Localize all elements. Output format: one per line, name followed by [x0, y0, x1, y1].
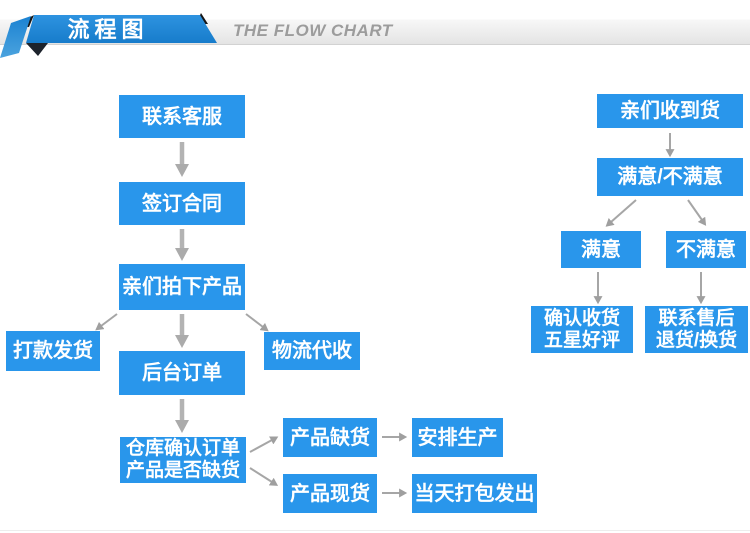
node-arrange-production: 安排生产: [412, 418, 503, 457]
bottom-divider: [0, 530, 750, 531]
arrow-satisfaction-to-unsatisfied: [687, 199, 707, 226]
banner-bottom-fold-icon: [26, 43, 48, 56]
node-aftersale-return-line1: 联系售后: [658, 307, 735, 329]
node-aftersale-return-line2: 退货/换货: [655, 329, 738, 351]
node-confirm-receipt: 确认收货 五星好评: [531, 306, 633, 353]
node-logistics-collect: 物流代收: [264, 332, 360, 370]
banner-ribbon-icon: [26, 15, 217, 43]
page-title: 流程图: [67, 17, 149, 42]
arrow-order-to-logistics: [245, 313, 269, 332]
node-unsatisfied: 不满意: [666, 231, 746, 268]
node-goods-received: 亲们收到货: [597, 94, 743, 128]
node-satisfied: 满意: [561, 231, 641, 268]
header-ribbon: [0, 13, 217, 58]
node-out-of-stock: 产品缺货: [283, 418, 377, 457]
node-satisfaction-check: 满意/不满意: [597, 158, 743, 196]
node-in-stock: 产品现货: [283, 474, 377, 513]
left-ribbon-tail-icon: [0, 16, 31, 58]
arrow-order-to-payment: [95, 313, 118, 331]
node-backend-order: 后台订单: [119, 351, 245, 395]
node-payment-shipping: 打款发货: [6, 331, 100, 371]
node-place-order: 亲们拍下产品: [119, 264, 245, 310]
arrow-warehouse-to-instock: [249, 467, 279, 486]
node-contact-service: 联系客服: [119, 95, 245, 138]
node-warehouse-check: 仓库确认订单 产品是否缺货: [120, 437, 246, 483]
node-ship-same-day: 当天打包发出: [412, 474, 537, 513]
node-confirm-receipt-line1: 确认收货: [543, 307, 620, 329]
node-warehouse-check-line1: 仓库确认订单: [125, 438, 240, 459]
page-subtitle: THE FLOW CHART: [233, 21, 393, 40]
node-confirm-receipt-line2: 五星好评: [543, 329, 620, 351]
arrow-satisfaction-to-satisfied: [605, 199, 637, 227]
arrow-warehouse-to-oos: [249, 436, 279, 453]
node-warehouse-check-line2: 产品是否缺货: [125, 460, 240, 481]
node-aftersale-return: 联系售后 退货/换货: [645, 306, 748, 353]
node-sign-contract: 签订合同: [119, 182, 245, 225]
